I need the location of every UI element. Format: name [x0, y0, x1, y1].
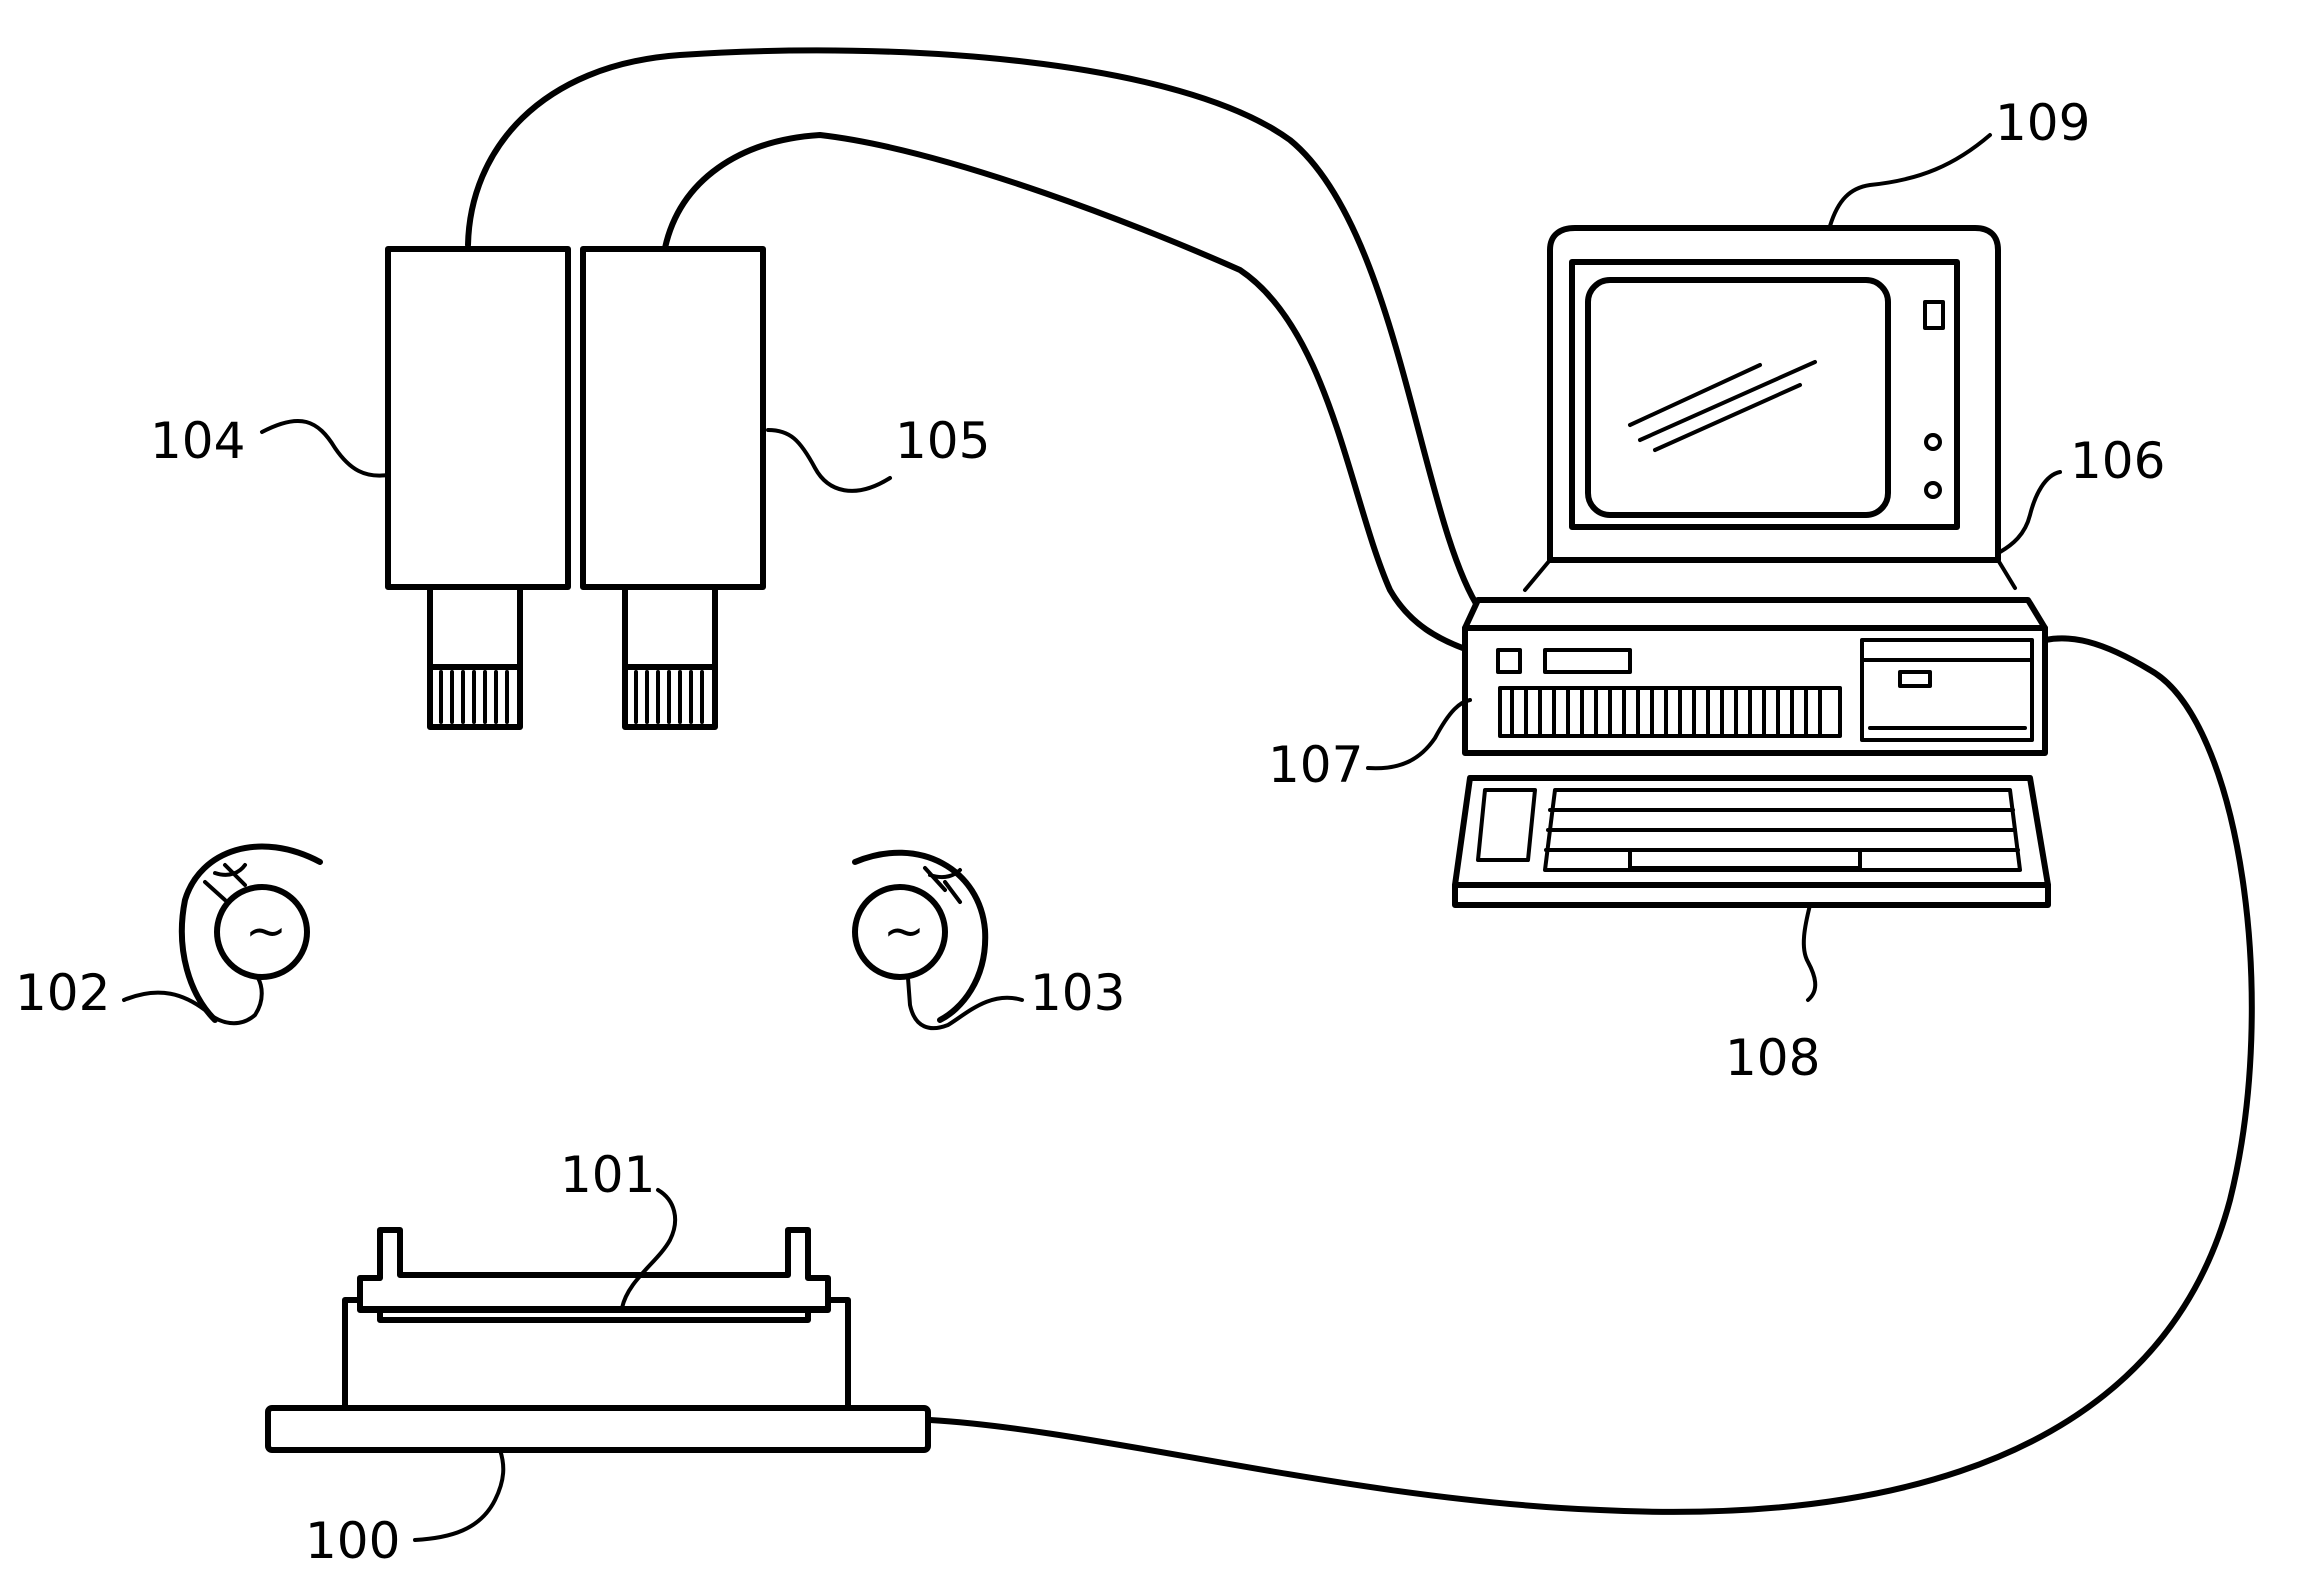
light-source-102: ~ — [182, 847, 320, 1020]
camera-105 — [583, 249, 763, 727]
monitor-109 — [1525, 228, 2015, 590]
camera-104 — [388, 249, 568, 727]
label-102: 102 — [15, 964, 110, 1022]
keyboard-108 — [1455, 778, 2048, 905]
computer-106 — [1455, 228, 2048, 905]
light-source-103: ~ — [855, 853, 985, 1020]
cable-sensor-to-computer — [930, 638, 2252, 1512]
sensor-plate-100 — [268, 1300, 928, 1450]
label-100: 100 — [305, 1512, 400, 1570]
label-108: 108 — [1725, 1029, 1820, 1087]
label-105: 105 — [895, 412, 990, 470]
label-109: 109 — [1995, 94, 2090, 152]
label-104: 104 — [150, 412, 245, 470]
svg-text:~: ~ — [883, 902, 925, 960]
label-101: 101 — [560, 1146, 655, 1204]
label-103: 103 — [1030, 964, 1125, 1022]
object-101 — [360, 1230, 828, 1310]
system-unit-107 — [1465, 600, 2045, 753]
label-106: 106 — [2070, 432, 2165, 490]
svg-text:~: ~ — [245, 902, 287, 960]
label-107: 107 — [1268, 736, 1363, 794]
